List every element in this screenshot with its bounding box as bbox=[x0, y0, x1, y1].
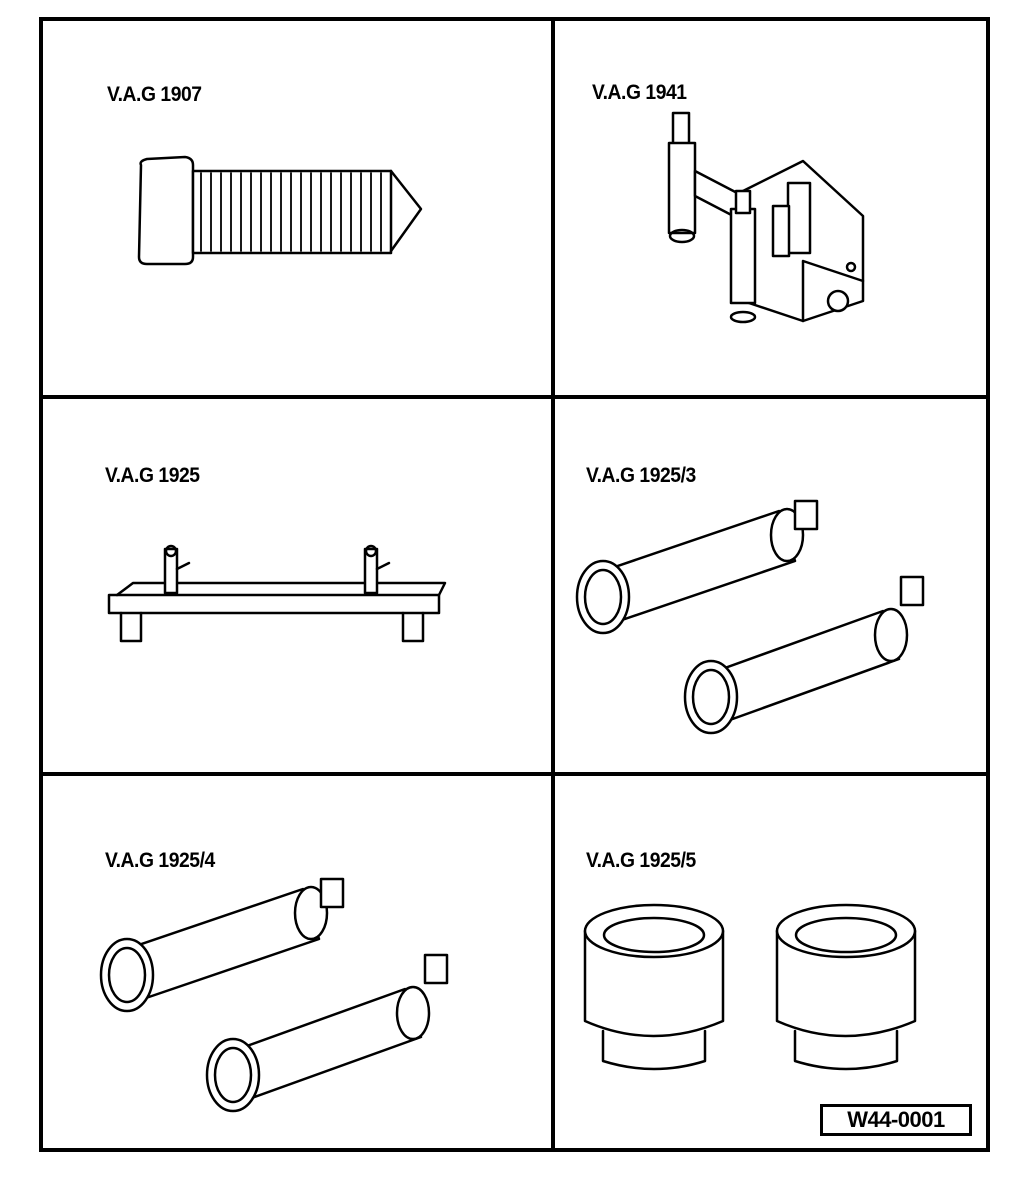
adapter-pair-4-illustration bbox=[99, 877, 449, 1113]
threaded-bolt-illustration bbox=[137, 155, 423, 266]
fixture-illustration bbox=[667, 111, 865, 324]
panel-label: V.A.G 1925 bbox=[105, 464, 200, 487]
tool-drawings bbox=[99, 111, 925, 1113]
grid-divider-row1 bbox=[43, 395, 986, 399]
panel-label: V.A.G 1907 bbox=[107, 83, 202, 106]
panel-label: V.A.G 1941 bbox=[592, 81, 687, 104]
panel-label: V.A.G 1925/4 bbox=[105, 849, 215, 872]
grid-divider-vertical bbox=[551, 21, 555, 1148]
adapter-pair-3-illustration bbox=[575, 499, 925, 735]
bar-clamp-illustration bbox=[107, 544, 447, 643]
panel-label: V.A.G 1925/3 bbox=[586, 464, 696, 487]
figure-reference: W44-0001 bbox=[820, 1104, 972, 1136]
grid-divider-row2 bbox=[43, 772, 986, 776]
cup-pair-illustration bbox=[583, 903, 917, 1071]
panel-label: V.A.G 1925/5 bbox=[586, 849, 696, 872]
tool-sheet: V.A.G 1907 V.A.G 1941 V.A.G 1925 V.A.G 1… bbox=[39, 17, 990, 1152]
